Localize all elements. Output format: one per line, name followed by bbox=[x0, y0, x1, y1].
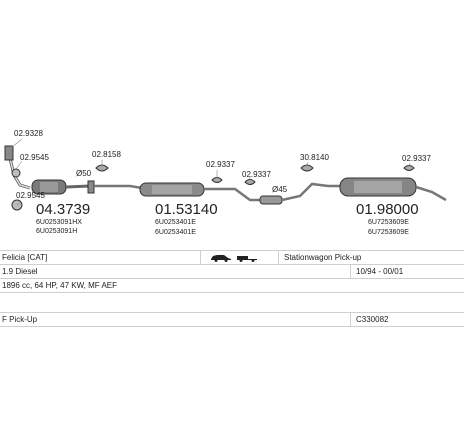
label-clamp-second: 02.9545 bbox=[20, 153, 49, 162]
label-hanger-rear-b: 02.9337 bbox=[402, 154, 431, 163]
middle-code: 01.53140 bbox=[155, 201, 218, 218]
pickup-icon bbox=[237, 256, 257, 262]
model-cell: Felicia [CAT] bbox=[2, 253, 48, 262]
tail-pipe bbox=[415, 185, 447, 202]
label-flange-dia: Ø50 bbox=[76, 169, 92, 178]
ref-cell: C330082 bbox=[356, 315, 389, 324]
label-dia-mid: Ø45 bbox=[272, 185, 288, 194]
label-hanger-front: 02.8158 bbox=[92, 150, 121, 159]
body-type-cell: Stationwagon Pick-up bbox=[284, 253, 362, 262]
hanger-mid1-icon bbox=[211, 177, 223, 183]
rear-oem-2: 6U7253609E bbox=[368, 229, 409, 236]
table-row bbox=[0, 326, 464, 327]
middle-pipe bbox=[94, 184, 143, 190]
label-hanger-mid1: 02.9337 bbox=[206, 160, 235, 169]
vehicle-info-table: Felicia [CAT] Stationwagon Pick-up 1.9 D… bbox=[0, 250, 464, 441]
gasket-icon bbox=[11, 168, 21, 178]
car-icon bbox=[211, 255, 231, 262]
type-cell: F Pick-Up bbox=[2, 315, 38, 324]
hanger-front-icon bbox=[95, 164, 109, 172]
label-clamp-top: 02.9328 bbox=[14, 129, 43, 138]
table-row: Felicia [CAT] Stationwagon Pick-up bbox=[0, 250, 464, 264]
label-gasket-left: 02.9545 bbox=[16, 191, 45, 200]
exhaust-system-diagram: 02.9328 02.9545 02.9545 Ø50 02.8158 02.9… bbox=[4, 129, 447, 236]
front-pipe-oem-1: 6U0253091HX bbox=[36, 219, 82, 226]
table-row: F Pick-Up C330082 bbox=[0, 312, 464, 326]
middle-oem-2: 6U0253401E bbox=[155, 229, 196, 236]
table-row bbox=[0, 292, 464, 293]
front-pipe-oem-2: 6U0253091H bbox=[36, 228, 77, 235]
middle-muffler bbox=[139, 182, 205, 197]
vehicle-icons bbox=[210, 252, 258, 262]
table-row: 1.9 Diesel 10/94 - 00/01 bbox=[0, 264, 464, 278]
label-hanger-mid2: 02.9337 bbox=[242, 170, 271, 179]
rear-muffler bbox=[339, 177, 417, 197]
middle-oem-1: 6U0253401E bbox=[155, 219, 196, 226]
table-row: 1896 cc, 64 HP, 47 KW, MF AEF bbox=[0, 278, 464, 290]
hanger-rear-a-icon bbox=[300, 164, 314, 172]
spec-cell: 1896 cc, 64 HP, 47 KW, MF AEF bbox=[2, 281, 118, 290]
engine-cell: 1.9 Diesel bbox=[2, 267, 38, 276]
flange bbox=[87, 180, 95, 194]
hanger-mid2-icon bbox=[244, 179, 256, 185]
rear-oem-1: 6U7253609E bbox=[368, 219, 409, 226]
label-hanger-rear-a: 30.8140 bbox=[300, 153, 329, 162]
years-cell: 10/94 - 00/01 bbox=[356, 267, 404, 276]
clamp-top-icon bbox=[4, 145, 14, 161]
hanger-rear-b-icon bbox=[403, 165, 415, 171]
front-pipe-code: 04.3739 bbox=[36, 201, 90, 218]
rear-code: 01.98000 bbox=[356, 201, 419, 218]
